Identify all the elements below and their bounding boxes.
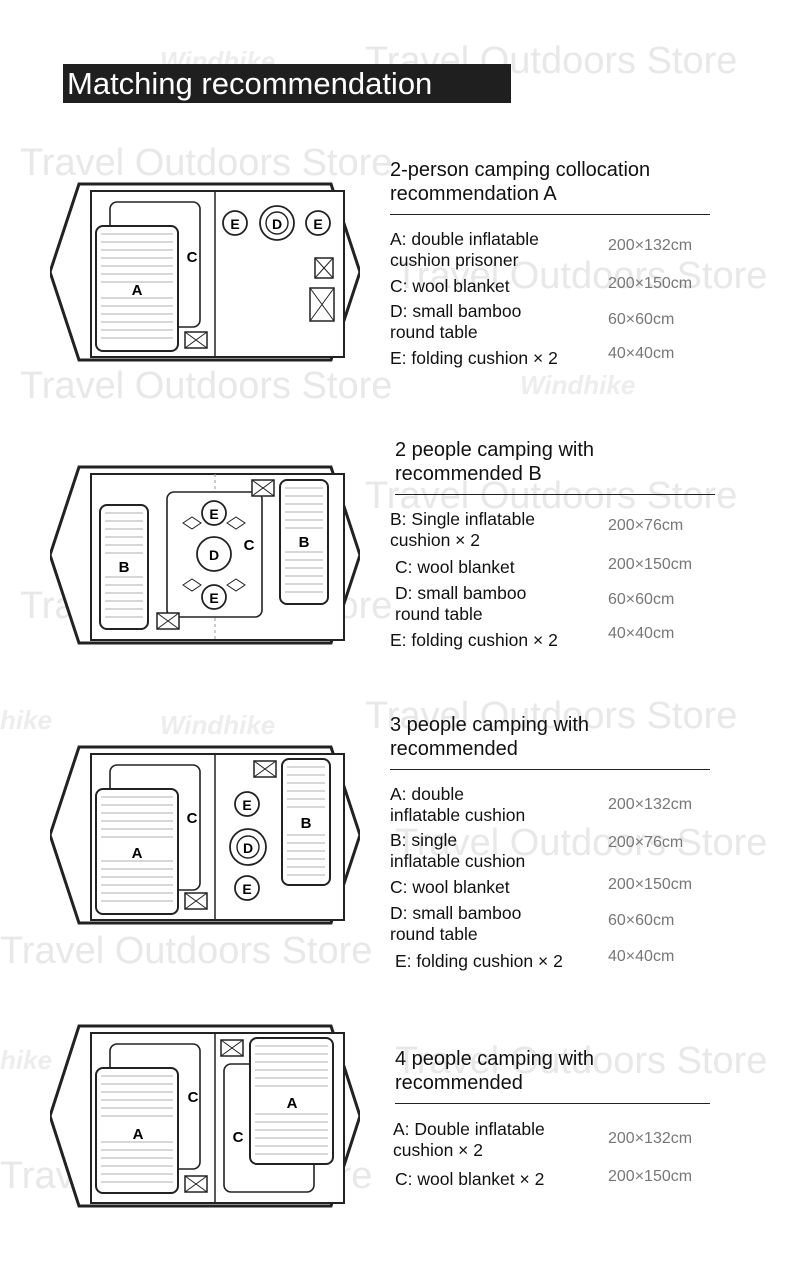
- list-item: D: small bamboo round table 60×60cm: [395, 581, 725, 627]
- item-label: A: double inflatable cushion: [390, 784, 526, 825]
- list-item: B: single inflatable cushion 200×76cm: [390, 828, 720, 874]
- list-item: A: Double inflatable cushion × 2 200×132c…: [393, 1116, 723, 1164]
- label-a: A: [133, 1126, 144, 1143]
- label-e: E: [209, 506, 218, 522]
- item-label: C: wool blanket: [390, 275, 510, 296]
- list-item: A: double inflatable cushion 200×132cm: [390, 782, 720, 828]
- item-label: A: double inflatable cushion prisoner: [390, 229, 539, 270]
- item-label: D: small bamboo round table: [395, 583, 527, 624]
- item-size: 200×150cm: [608, 556, 693, 573]
- item-info: 2-person camping collocation recommendat…: [390, 158, 720, 371]
- divider: [390, 769, 710, 770]
- item-size: 200×150cm: [608, 876, 693, 893]
- list-item: D: small bamboo round table 60×60cm: [390, 299, 720, 345]
- label-b: B: [299, 534, 310, 551]
- list-item: C: wool blanket 200×150cm: [395, 553, 725, 581]
- watermark-brand: Windhike: [160, 710, 276, 740]
- item-info: 3 people camping with recommended A: dou…: [390, 713, 720, 974]
- item-size: 200×132cm: [608, 1130, 693, 1147]
- tent-layout-diagram: A C D E E: [50, 182, 360, 362]
- label-c: C: [188, 1089, 199, 1106]
- item-label: C: wool blanket × 2: [395, 1168, 545, 1189]
- item-size: 60×60cm: [608, 912, 675, 929]
- section-title: 4 people camping with recommended: [395, 1048, 595, 1094]
- item-size: 200×76cm: [608, 834, 684, 851]
- watermark-store: Travel Outdoors Store: [20, 365, 393, 407]
- item-size: 60×60cm: [608, 311, 675, 328]
- label-c: C: [187, 249, 198, 266]
- section-title: 3 people camping with recommended: [390, 714, 590, 760]
- list-item: E: folding cushion × 2 40×40cm: [390, 625, 720, 653]
- item-size: 200×150cm: [608, 1168, 693, 1185]
- watermark-brand-short: hike: [0, 1045, 53, 1075]
- label-a: A: [132, 282, 143, 299]
- item-label: E: folding cushion × 2: [395, 950, 563, 971]
- watermark-brand-short: hike: [0, 705, 53, 735]
- tent-layout-diagram: A C C A: [50, 1024, 360, 1208]
- label-b: B: [119, 559, 130, 576]
- item-size: 200×132cm: [608, 796, 693, 813]
- item-size: 40×40cm: [608, 625, 675, 642]
- tent-layout-diagram: A C B D E E: [50, 745, 360, 925]
- label-e: E: [242, 797, 251, 813]
- item-size: 60×60cm: [608, 591, 675, 608]
- item-size: 40×40cm: [608, 948, 675, 965]
- divider: [390, 214, 710, 215]
- item-label: B: single inflatable cushion: [390, 830, 526, 871]
- label-c: C: [233, 1129, 244, 1146]
- label-c: C: [244, 537, 255, 554]
- item-label: E: folding cushion × 2: [390, 347, 558, 368]
- label-d: D: [209, 547, 219, 563]
- section-title: 2 people camping with recommended B: [395, 439, 595, 485]
- list-item: D: small bamboo round table 60×60cm: [390, 900, 720, 948]
- item-size: 200×76cm: [608, 517, 684, 534]
- list-item: C: wool blanket 200×150cm: [390, 273, 720, 299]
- item-size: 200×150cm: [608, 275, 693, 292]
- label-a: A: [132, 845, 143, 862]
- label-e: E: [209, 590, 218, 606]
- item-size: 200×132cm: [608, 237, 693, 254]
- tent-layout-diagram: B B C D E E: [50, 465, 360, 645]
- page-title: Matching recommendation: [63, 64, 511, 103]
- label-e: E: [230, 216, 239, 232]
- label-d: D: [272, 216, 282, 232]
- item-label: B: Single inflatable cushion × 2: [390, 509, 535, 550]
- section-title: 2-person camping collocation recommendat…: [390, 159, 651, 205]
- label-b: B: [301, 815, 312, 832]
- item-size: 40×40cm: [608, 345, 675, 362]
- item-label: E: folding cushion × 2: [390, 629, 558, 650]
- watermark-store: Travel Outdoors Store: [0, 930, 373, 972]
- list-item: C: wool blanket × 2 200×150cm: [395, 1164, 725, 1194]
- list-item: A: double inflatable cushion prisoner 200…: [390, 227, 720, 273]
- list-item: E: folding cushion × 2 40×40cm: [390, 345, 720, 371]
- item-label: D: small bamboo round table: [390, 903, 522, 944]
- divider: [395, 494, 715, 495]
- list-item: E: folding cushion × 2 40×40cm: [395, 948, 725, 974]
- item-label: C: wool blanket: [390, 876, 510, 897]
- watermark-store: Travel Outdoors Store: [20, 142, 393, 184]
- list-item: C: wool blanket 200×150cm: [390, 874, 720, 900]
- item-label: A: Double inflatable cushion × 2: [393, 1119, 545, 1160]
- item-label: C: wool blanket: [395, 556, 515, 577]
- label-c: C: [187, 810, 198, 827]
- label-a: A: [287, 1095, 298, 1112]
- watermark-brand: Windhike: [520, 370, 636, 400]
- label-e: E: [242, 881, 251, 897]
- label-e: E: [313, 216, 322, 232]
- item-info: 4 people camping with recommended A: Dou…: [393, 1047, 725, 1194]
- label-d: D: [243, 840, 253, 856]
- divider: [395, 1103, 710, 1104]
- item-info: 2 people camping with recommended B B: S…: [390, 438, 725, 653]
- item-label: D: small bamboo round table: [390, 301, 522, 342]
- list-item: B: Single inflatable cushion × 2 200×76cm: [390, 507, 720, 553]
